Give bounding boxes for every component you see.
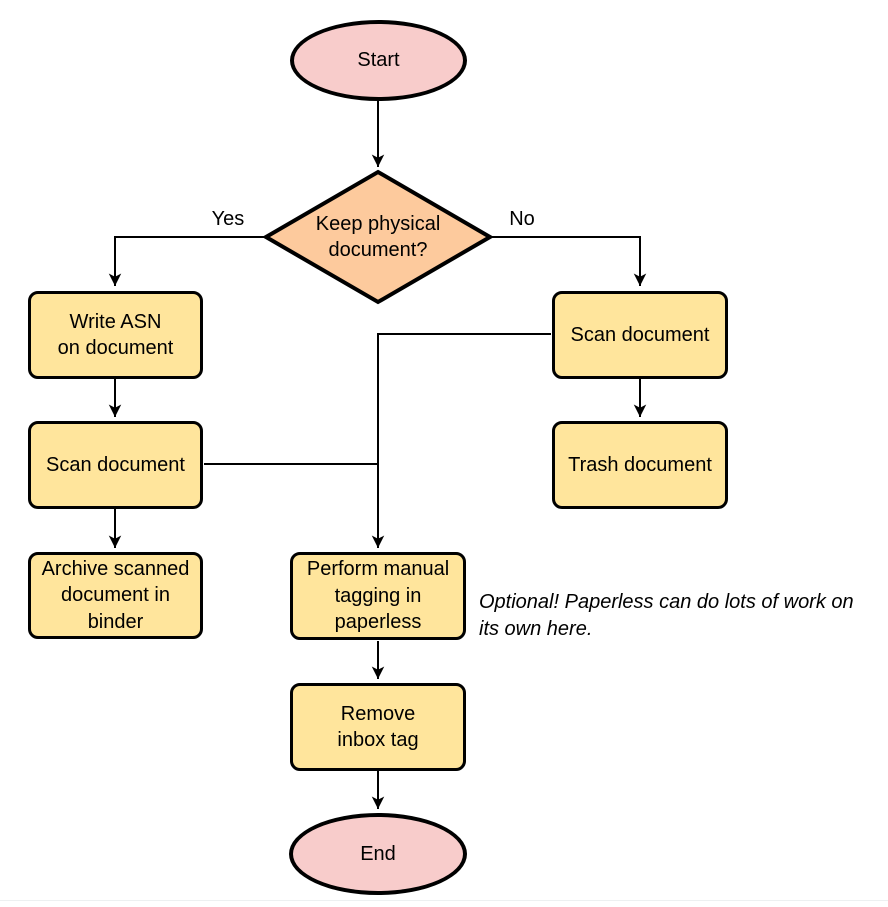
process-trash-document: Trash document — [552, 421, 728, 509]
node-label-scan-left: Scan document — [46, 453, 185, 476]
edge-label-no: No — [509, 208, 535, 230]
edge-decision-no-to-scan-right — [492, 236, 647, 286]
node-label-remove-inbox: Remove inbox tag — [337, 702, 419, 751]
edge-decision-yes-to-write-asn — [108, 236, 264, 286]
node-label-trash: Trash document — [568, 453, 712, 476]
node-label-scan-right: Scan document — [570, 323, 710, 346]
process-write-asn-on-document: Write ASN on document — [28, 291, 203, 379]
node-label-decision: Keep physical document? — [315, 212, 441, 261]
process-perform-manual-tagging: Perform manual tagging in paperless — [290, 552, 466, 640]
edge-scan-right-to-tagging — [371, 333, 551, 548]
decision-diamond-shape — [262, 169, 494, 305]
annotation-optional-note: Optional! Paperless can do lots of work … — [479, 591, 854, 640]
process-scan-document-left: Scan document — [28, 421, 203, 509]
process-scan-document-right: Scan document — [552, 291, 728, 379]
page-bottom-divider — [0, 900, 888, 901]
process-remove-inbox-tag: Remove inbox tag — [290, 683, 466, 771]
node-label-archive: Archive scanned document in binder — [41, 557, 190, 633]
decision-keep-physical-document: Keep physical document? — [288, 205, 468, 269]
edge-label-yes: Yes — [211, 208, 245, 230]
node-label-end: End — [360, 842, 396, 865]
node-label-start: Start — [357, 49, 400, 72]
terminal-end: End — [289, 813, 467, 895]
node-label-write-asn: Write ASN on document — [57, 310, 174, 359]
node-label-tagging: Perform manual tagging in paperless — [306, 558, 450, 634]
terminal-start: Start — [290, 20, 467, 101]
process-archive-scanned-document: Archive scanned document in binder — [28, 552, 203, 639]
